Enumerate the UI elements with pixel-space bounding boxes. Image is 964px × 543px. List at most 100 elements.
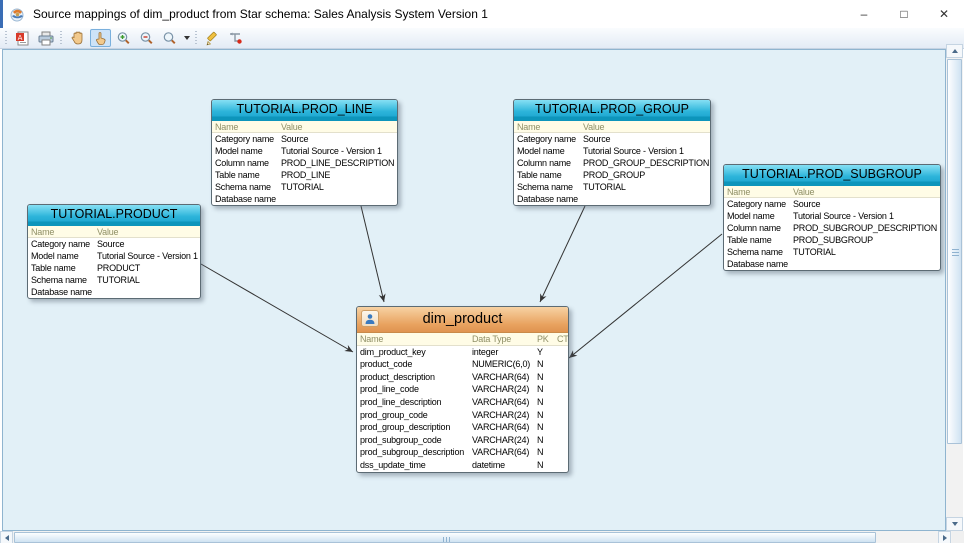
grid-cell: Schema name [31,275,87,285]
title-bar[interactable]: Source mappings of dim_product from Star… [3,0,964,28]
grid-cell: Category name [727,199,786,209]
grid-cell: TUTORIAL [97,275,140,285]
grid-cell: Category name [31,239,90,249]
grid-row: Database name [724,258,940,270]
scroll-right-button[interactable] [938,531,951,543]
maximize-button[interactable]: □ [900,7,908,21]
grid-row: Category name Source [28,238,200,250]
grid-cell [554,371,568,384]
grid-cell: Source [281,134,309,144]
vertical-scrollbar[interactable] [946,44,963,531]
grid-cell: prod_group_code [360,409,428,420]
grid-cell: N [537,459,544,470]
grid-cell: Model name [215,146,263,156]
grid-cell [94,286,200,298]
horizontal-scroll-thumb[interactable] [14,532,876,543]
zoom-level-icon[interactable] [159,29,180,47]
minimize-button[interactable]: – [860,7,868,21]
grid-cell: Category name [517,134,576,144]
pan-hand-icon[interactable] [67,29,88,47]
scrollbar-corner [952,531,964,543]
grid-row: Database name [28,286,200,298]
grid-column-header: Name [727,187,751,197]
toolbar-grip[interactable] [194,31,199,45]
grid-cell [554,346,568,359]
grid-row: Table name PROD_LINE [212,169,397,181]
toolbar-grip[interactable] [59,31,64,45]
grid-cell: Table name [215,170,260,180]
mapping-connector-tutorial-prod-line[interactable] [360,205,386,303]
grid-cell: N [537,396,544,407]
grid-cell: PROD_LINE [281,170,331,180]
grid-cell: Source [793,199,821,209]
grid-cell: prod_line_description [360,396,442,407]
entity-title: TUTORIAL.PROD_GROUP [514,100,710,121]
grid-cell: product_code [360,359,413,370]
edit-pencil-icon[interactable] [202,29,223,47]
scroll-up-button[interactable] [946,44,963,58]
mapping-connector-tutorial-prod-subgroup[interactable] [568,233,723,359]
grid-cell: Tutorial Source - Version 1 [583,146,684,156]
grid-cell: Source [583,134,611,144]
grid-cell: Column name [727,223,781,233]
mapping-connector-tutorial-prod-group[interactable] [539,205,586,303]
grid-cell: Table name [517,170,562,180]
grid-cell: NUMERIC(6,0) [472,359,531,370]
zoom-dropdown-arrow[interactable] [181,29,192,47]
grid-cell: N [537,434,544,445]
export-report-icon[interactable]: A [12,29,33,47]
grid-cell: Tutorial Source - Version 1 [97,251,198,261]
grid-cell: dim_product_key [360,346,426,357]
grid-cell [554,358,568,371]
toolbar-grip[interactable] [4,31,9,45]
grid-cell: N [537,447,544,458]
grid-cell: prod_subgroup_code [360,434,442,445]
zoom-out-icon[interactable] [136,29,157,47]
grid-cell: PROD_GROUP_DESCRIPTION [583,158,710,168]
grid-cell: Database name [31,287,92,297]
grid-column-header: Name [31,227,55,237]
close-button[interactable]: ✕ [938,7,950,21]
grid-cell: prod_line_code [360,384,419,395]
print-icon[interactable] [35,29,56,47]
vertical-scroll-thumb[interactable] [947,59,962,444]
grid-cell: Tutorial Source - Version 1 [281,146,382,156]
grid-cell [580,193,710,205]
pointer-hand-icon[interactable] [90,29,111,47]
trace-links-icon[interactable] [225,29,246,47]
entity-title: TUTORIAL.PRODUCT [28,205,200,226]
horizontal-scrollbar[interactable] [0,531,952,543]
grid-row: Database name [514,193,710,205]
zoom-in-icon[interactable] [113,29,134,47]
grid-column-header: Value [281,122,303,132]
scroll-left-button[interactable] [0,531,13,543]
grid-cell: prod_group_description [360,422,451,433]
grid-cell: Source [97,239,125,249]
grid-column-header: Value [583,122,605,132]
scroll-down-button[interactable] [946,517,963,531]
mapping-connector-tutorial-product[interactable] [200,263,354,353]
grid-cell: Y [537,346,543,357]
grid-cell: PROD_GROUP [583,170,646,180]
